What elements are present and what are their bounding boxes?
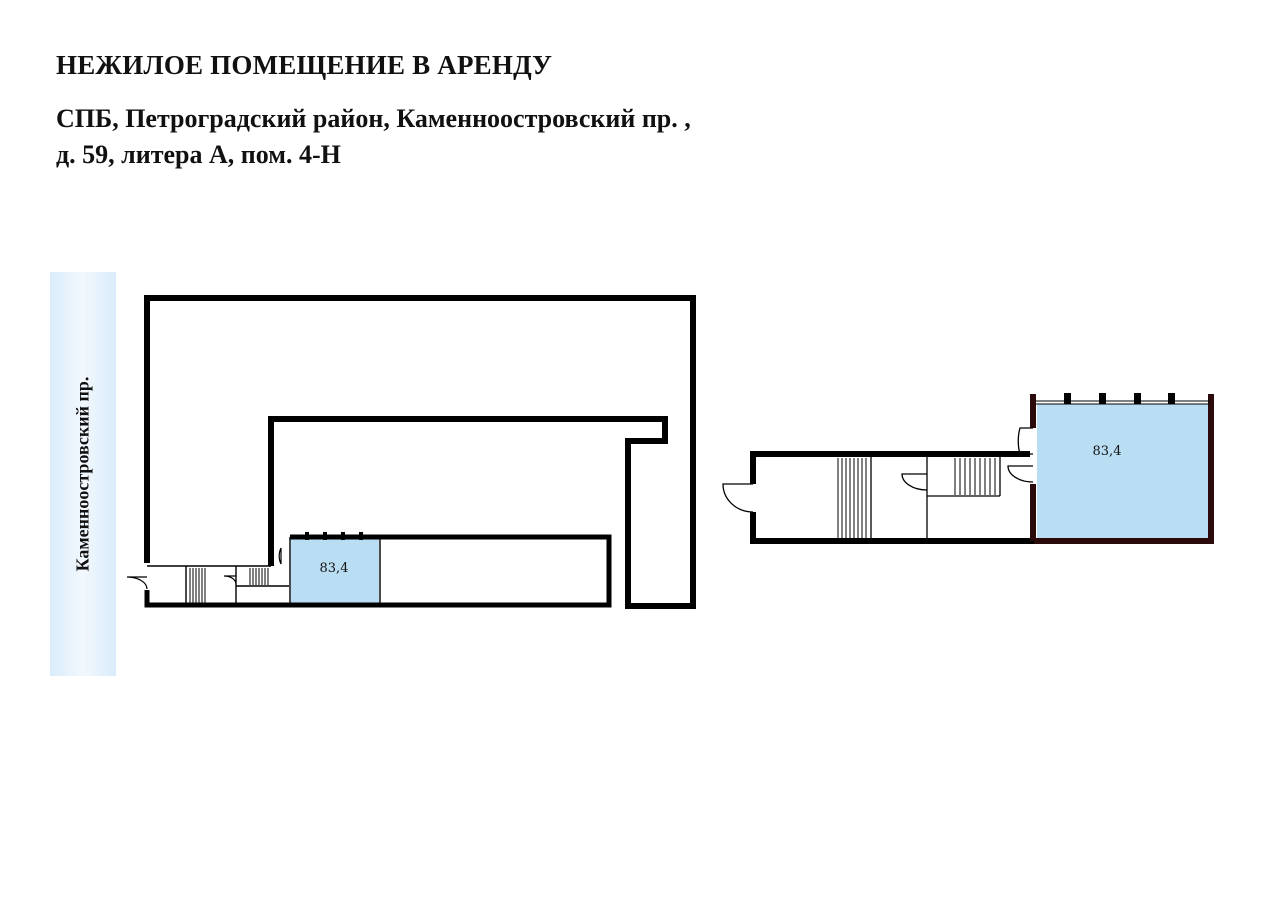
overview-outer-wall (144, 295, 696, 609)
detail-area-label: 83,4 (1093, 444, 1122, 459)
detail-plan: 83,4 (722, 393, 1214, 544)
detail-corridor-wall-bottom (750, 512, 1037, 544)
overview-stairs (189, 568, 269, 603)
detail-stairs (837, 458, 996, 538)
overview-doors (126, 547, 282, 590)
detail-doors (722, 427, 1034, 513)
detail-premises-room[interactable] (1037, 404, 1210, 539)
overview-bottom-wall (144, 534, 612, 608)
detail-corridor-wall-top (750, 451, 1030, 484)
overview-area-label: 83,4 (320, 561, 349, 576)
street-band: Каменноостровский пр. (50, 272, 116, 676)
detail-window-wall (1036, 393, 1210, 405)
overview-plan: 83,4 (126, 295, 696, 609)
detail-inner-lines (870, 456, 1001, 539)
address-line-1: СПБ, Петроградский район, Каменноостровс… (56, 104, 691, 133)
overview-premises-room[interactable] (291, 538, 379, 603)
overview-window-marks (305, 532, 363, 540)
page-title: НЕЖИЛОЕ ПОМЕЩЕНИЕ В АРЕНДУ (56, 50, 553, 80)
overview-inner-lines (147, 537, 381, 604)
address-line-2: д. 59, литера А, пом. 4-Н (56, 140, 341, 169)
